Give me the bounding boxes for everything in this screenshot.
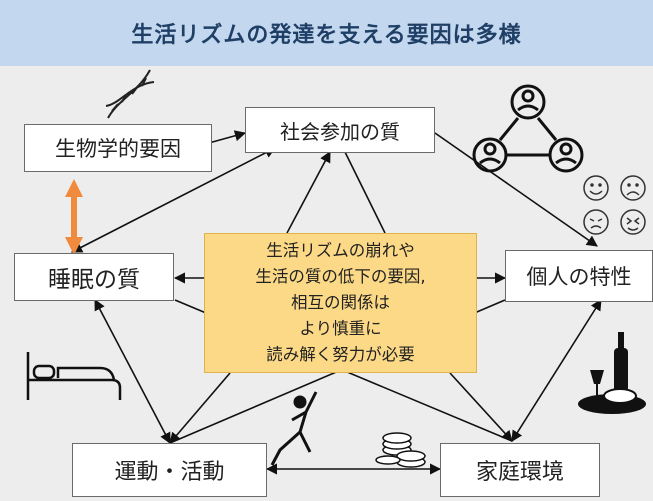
arrow-center-social-right — [344, 151, 386, 234]
node-home-environment-label: 家庭環境 — [475, 460, 564, 485]
center-line-4: より慎重に — [299, 319, 382, 338]
node-exercise-activity: 運動・活動 — [72, 443, 267, 497]
node-social-participation-label: 社会参加の質 — [280, 119, 400, 144]
node-sleep-quality: 睡眠の質 — [14, 253, 174, 301]
node-personal-traits-label: 個人の特性 — [526, 265, 632, 289]
arrow-social-personal — [434, 132, 598, 247]
node-biological-factors: 生物学的要因 — [24, 124, 212, 172]
center-line-5: 読み解く努力が必要 — [266, 345, 415, 364]
arrow-personal-family — [511, 299, 602, 442]
arrow-sleep-exercise — [94, 299, 171, 444]
center-message-box: 生活リズムの崩れや 生活の質の低下の要因, 相互の関係は より慎重に 読み解く努… — [204, 233, 477, 373]
center-line-3: 相互の関係は — [291, 293, 390, 312]
node-personal-traits: 個人の特性 — [505, 250, 653, 302]
arrow-center-social-left — [286, 151, 331, 234]
center-line-2: 生活の質の低下の要因, — [255, 267, 426, 286]
node-biological-factors-label: 生物学的要因 — [55, 137, 181, 161]
node-social-participation: 社会参加の質 — [245, 107, 435, 153]
node-sleep-quality-label: 睡眠の質 — [48, 267, 140, 293]
arrow-center-exercise — [169, 372, 231, 444]
arrow-center-family — [449, 372, 513, 442]
header-banner: 生活リズムの発達を支える要因は多様 — [0, 0, 653, 66]
arrow-social-sleep — [71, 147, 276, 253]
node-home-environment: 家庭環境 — [440, 443, 600, 497]
node-exercise-activity-label: 運動・活動 — [114, 460, 225, 485]
center-line-1: 生活リズムの崩れや — [266, 241, 415, 260]
page-title: 生活リズムの発達を支える要因は多様 — [131, 23, 522, 48]
